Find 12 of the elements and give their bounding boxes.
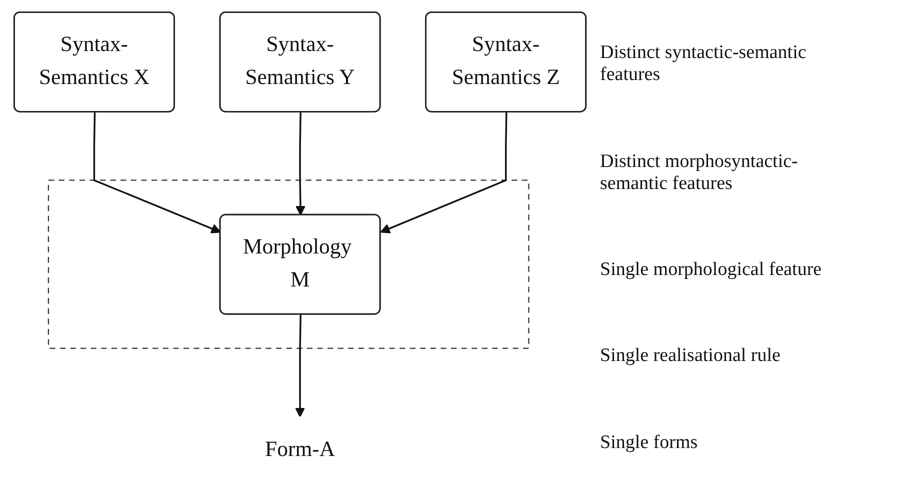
diagram: Syntax-Semantics X Syntax-Semantics Y Syntax-Semantics Z Morphology M Form-A [4,3,596,493]
arrow [294,314,306,418]
level-note: Single morphological feature [600,258,823,281]
node-text: Form-A [264,438,336,462]
level-note: Distinct syntactic-semantic features [600,42,808,86]
level-note: Distinct morphosyntactic-semantic features [600,150,799,195]
arrow [295,112,306,216]
arrow [93,112,221,234]
level-note: Single forms [600,432,699,454]
level-note: Single realisational rule [600,345,782,368]
cluster [48,180,530,349]
arrow [380,112,508,234]
